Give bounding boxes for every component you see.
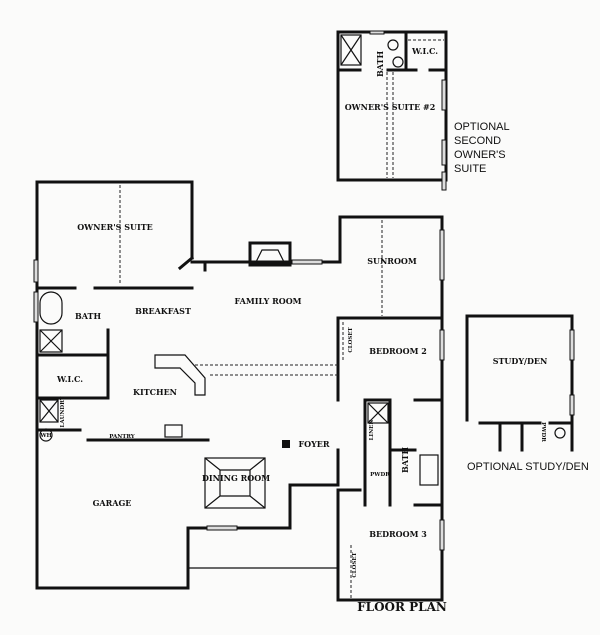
room-label-study-den: STUDY/DEN xyxy=(493,356,548,366)
room-label-dining-room: DINING ROOM xyxy=(202,473,270,483)
room-label-wic: W.I.C. xyxy=(56,374,83,384)
optional-suite-caption-line-1: OPTIONAL xyxy=(454,121,510,133)
room-label-closet-3: CLOSET xyxy=(352,551,358,577)
main-house-drawing xyxy=(33,180,445,602)
room-label-sunroom: SUNROOM xyxy=(367,256,417,266)
room-label-breakfast: BREAKFAST xyxy=(135,306,191,316)
room-label-laundry: LAUNDRY xyxy=(60,396,66,427)
room-label-owner-bath: BATH xyxy=(75,311,101,321)
optional-study-drawing xyxy=(465,314,575,452)
optional-suite-caption-line-3: OWNER'S xyxy=(454,149,506,161)
room-label-linen: LINEN xyxy=(369,420,375,441)
room-label-foyer: FOYER xyxy=(298,439,329,449)
optional-study-caption: OPTIONAL STUDY/DEN xyxy=(467,461,589,473)
optional-suite-caption-line-4: SUITE xyxy=(454,163,486,175)
room-label-bedroom-2: BEDROOM 2 xyxy=(369,346,427,356)
optional-owners-suite-drawing xyxy=(336,30,448,191)
room-label-study-pwdr: PWDR xyxy=(540,422,546,442)
room-label-owners-suite: OWNER'S SUITE xyxy=(77,222,153,232)
room-label-suite-2-wic: W.I.C. xyxy=(411,46,438,56)
room-label-garage: GARAGE xyxy=(93,498,132,508)
floor-plan-title: FLOOR PLAN xyxy=(357,600,447,614)
room-label-hall-bath: BATH xyxy=(400,447,410,473)
room-label-owners-suite-2: OWNER'S SUITE #2 xyxy=(345,102,436,112)
room-label-bedroom-3: BEDROOM 3 xyxy=(369,529,427,539)
room-label-pantry: PANTRY xyxy=(109,434,135,440)
room-label-suite-2-bath: BATH xyxy=(375,51,385,77)
optional-suite-caption-line-2: SECOND xyxy=(454,135,501,147)
room-label-kitchen: KITCHEN xyxy=(133,387,177,397)
room-label-pwdr: PWDR xyxy=(370,472,390,478)
room-label-closet-2: CLOSET xyxy=(348,326,354,352)
room-label-wh: WH xyxy=(39,433,51,439)
room-label-family-room: FAMILY ROOM xyxy=(234,296,301,306)
